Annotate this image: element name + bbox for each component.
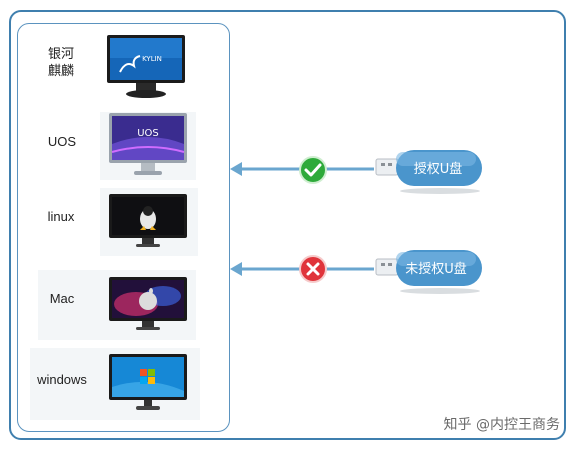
uos-monitor-icon: UOS	[109, 113, 187, 175]
authorized-usb-icon: 授权U盘	[375, 150, 482, 194]
authorized-usb-label: 授权U盘	[414, 161, 463, 177]
mac-monitor-icon	[109, 277, 187, 330]
os-label-mac: Mac	[49, 291, 75, 306]
kylin-monitor-icon: KYLIN	[107, 35, 185, 98]
kylin-screen-text: KYLIN	[142, 55, 162, 63]
uos-screen-text: UOS	[137, 128, 159, 139]
outer-frame	[9, 10, 566, 440]
watermark: 知乎 @内控王商务	[443, 417, 560, 433]
os-label-linux: linux	[47, 209, 75, 224]
os-label-kylin: 银河 麒麟	[47, 46, 74, 78]
unauthorized-usb-label: 未授权U盘	[405, 261, 467, 277]
unauthorized-usb-icon: 未授权U盘	[375, 250, 482, 294]
x-icon	[299, 255, 327, 283]
os-list-panel	[17, 23, 230, 432]
check-icon	[299, 156, 327, 184]
os-label-uos: UOS	[47, 134, 77, 149]
os-label-windows: windows	[37, 372, 87, 387]
linux-monitor-icon	[109, 194, 187, 247]
windows-monitor-icon	[109, 354, 187, 410]
